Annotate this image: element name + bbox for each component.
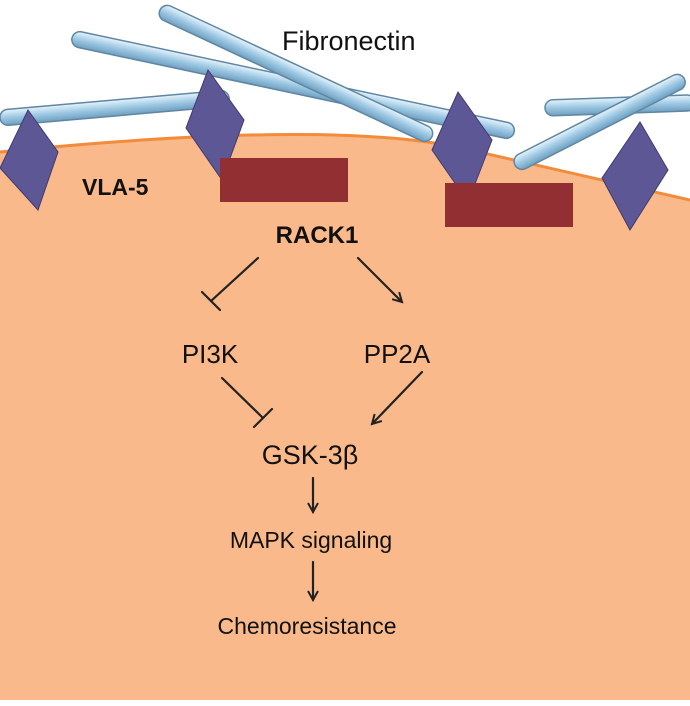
rack1-inhibits-pi3k xyxy=(209,256,260,303)
gsk3b-label: GSK-3β xyxy=(262,440,359,470)
chemoresistance-label: Chemoresistance xyxy=(218,613,397,639)
pi3k-label: PI3K xyxy=(182,339,239,369)
pp2a-label: PP2A xyxy=(364,339,431,369)
vla5-label: VLA-5 xyxy=(82,174,149,200)
fibronectin-label: Fibronectin xyxy=(282,26,416,56)
vla5-integrin xyxy=(0,109,59,211)
rack1-label: RACK1 xyxy=(276,222,359,249)
pi3k-inhibits-gsk3b xyxy=(220,376,265,420)
rack1-activates-pp2a xyxy=(356,256,402,302)
pathway-connectors xyxy=(200,256,424,600)
vla5-integrin xyxy=(601,121,669,231)
fibronectin-fiber xyxy=(0,89,230,127)
rack1-box xyxy=(445,183,573,227)
pi3k-inhibits-gsk3b-bar xyxy=(252,407,274,429)
fibronectin-fiber xyxy=(513,73,686,171)
mapk-label: MAPK signaling xyxy=(230,527,392,553)
rack1-box xyxy=(220,158,348,202)
pp2a-activates-gsk3b xyxy=(372,370,424,424)
cell-body xyxy=(0,134,690,700)
fibronectin-fibers xyxy=(0,4,690,171)
vla5-integrins xyxy=(0,68,669,231)
rack1-inhibits-pi3k-bar xyxy=(200,290,222,312)
fibronectin-fiber xyxy=(158,4,434,143)
